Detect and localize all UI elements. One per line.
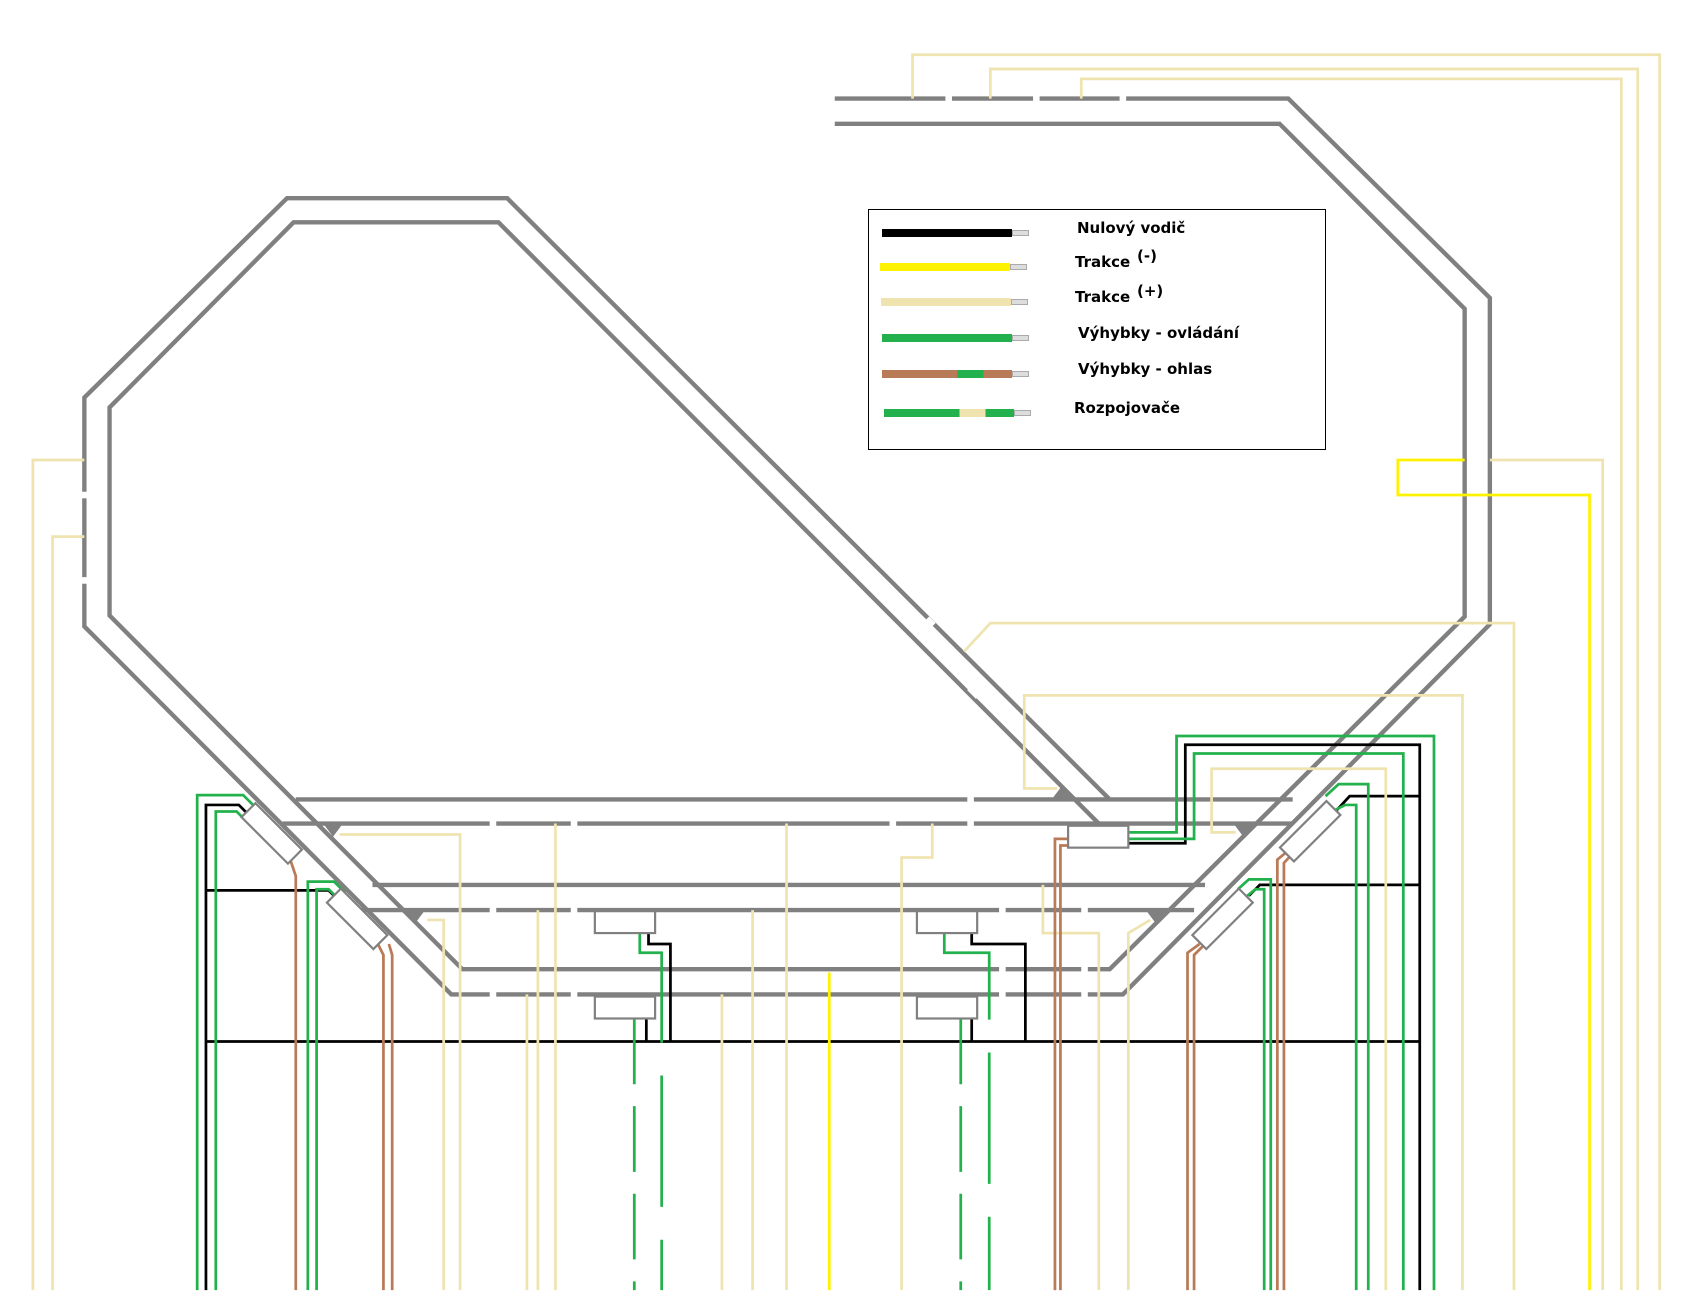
legend: Nulový vodič Trakce (-) Trakce (+) Výhyb… bbox=[868, 209, 1326, 450]
traction-minus-wires bbox=[827, 458, 1591, 1291]
legend-swatch bbox=[881, 298, 1011, 306]
legend-wire-end bbox=[1012, 371, 1029, 377]
legend-label: Rozpojovače bbox=[1074, 399, 1181, 417]
legend-wire-end bbox=[1010, 264, 1027, 270]
track-top-right-outer bbox=[82, 96, 1493, 997]
legend-wire-end bbox=[1011, 299, 1028, 305]
legend-swatch bbox=[884, 409, 1014, 417]
legend-label: Nulový vodič bbox=[1077, 219, 1186, 237]
legend-wire-end bbox=[1014, 410, 1031, 416]
tracks bbox=[79, 94, 1493, 999]
turnout-motors bbox=[239, 799, 1342, 1020]
legend-label: Trakce bbox=[1075, 288, 1131, 306]
track-top-right-inner bbox=[107, 121, 1467, 972]
legend-label: Výhybky - ovládání bbox=[1078, 324, 1240, 342]
turnout-feedback-wires bbox=[289, 837, 1299, 1291]
legend-swatch bbox=[880, 263, 1010, 271]
neutral-wires bbox=[204, 743, 1422, 1291]
turnout-control-wires bbox=[195, 734, 1436, 1291]
legend-label-suffix: (-) bbox=[1137, 247, 1157, 265]
legend-swatch bbox=[882, 334, 1012, 342]
legend-swatch bbox=[882, 370, 1012, 378]
turnout-frogs bbox=[323, 786, 1254, 924]
legend-label: Trakce bbox=[1075, 253, 1131, 271]
traction-plus-wires bbox=[31, 53, 1662, 1291]
legend-label: Výhybky - ohlas bbox=[1078, 360, 1213, 378]
legend-swatch bbox=[882, 229, 1012, 237]
legend-wire-end bbox=[1012, 335, 1029, 341]
legend-label-suffix: (+) bbox=[1137, 282, 1164, 300]
track-gaps bbox=[79, 94, 1127, 999]
legend-wire-end bbox=[1012, 230, 1029, 236]
